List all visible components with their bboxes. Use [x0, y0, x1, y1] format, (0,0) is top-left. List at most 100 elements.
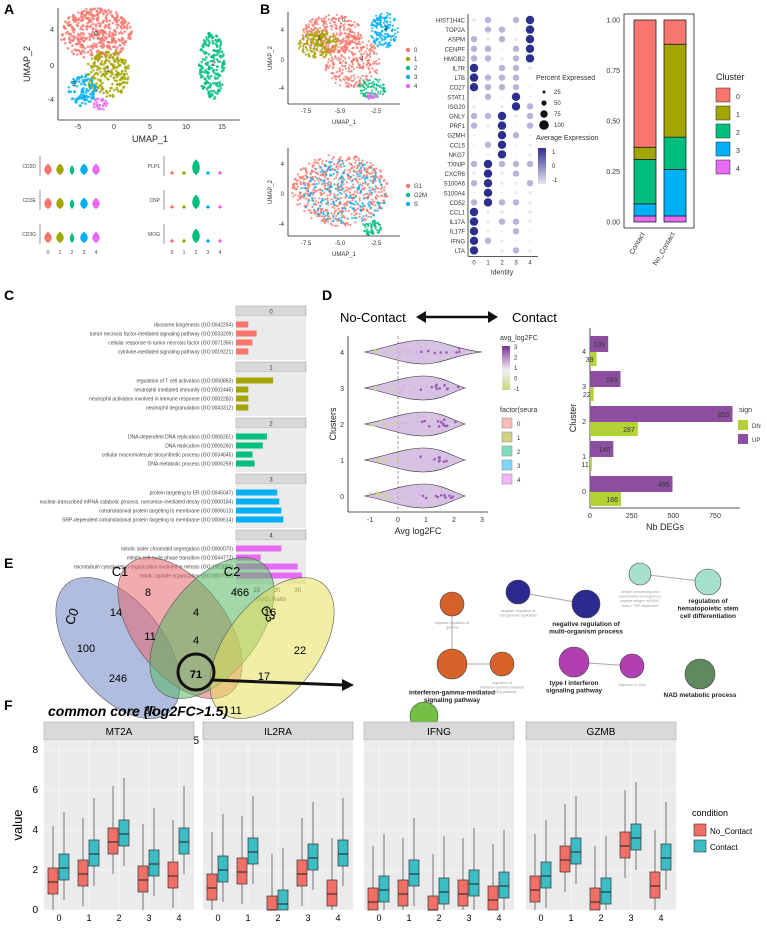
umap-point — [84, 78, 87, 82]
gene-point — [389, 495, 392, 499]
go-term-label: protein targeting to ER (GO:0045047) — [150, 491, 234, 497]
dotplot-xtick: 4 — [528, 260, 532, 266]
dotplot-gene-label: ASPM — [448, 38, 465, 44]
umap-point — [102, 45, 106, 48]
umap-point — [369, 70, 372, 74]
umap-point — [96, 59, 100, 63]
go-node-label-line: signaling pathway — [488, 690, 517, 694]
umap-point — [111, 93, 115, 97]
umap-a-cluster-1: 1 — [106, 67, 110, 74]
odds-ratio-bar — [236, 516, 284, 523]
umap-point — [350, 75, 353, 78]
dotplot-gene-label: HIST1H4C — [436, 19, 466, 25]
deg-ytick: 3 — [582, 384, 586, 391]
umap-point — [377, 31, 381, 35]
dotplot-dot — [529, 86, 531, 88]
box-body — [307, 843, 319, 871]
deg-bar-dn — [590, 352, 597, 366]
gene-point — [457, 346, 461, 350]
umap-point — [118, 44, 122, 47]
umap-point — [353, 161, 357, 164]
umap-point — [108, 27, 112, 30]
gene-point — [420, 420, 424, 424]
umap-point — [315, 20, 318, 23]
go-term-label: cellular macromolecule biosynthetic proc… — [102, 453, 234, 459]
umap-point — [340, 188, 343, 191]
dotplot-dot — [500, 181, 504, 185]
deg-bar-up — [590, 406, 733, 422]
umap-point — [353, 165, 356, 168]
gene-point — [400, 422, 404, 425]
umap-point — [364, 226, 367, 229]
dotplot-dot — [515, 211, 517, 213]
umap-point — [302, 181, 305, 184]
umap-point — [365, 64, 368, 67]
gene-point — [369, 492, 372, 495]
box-body — [468, 869, 480, 897]
umap-point — [380, 25, 383, 28]
umap-point — [222, 66, 226, 70]
umap-point — [366, 59, 369, 62]
umap-point — [219, 47, 222, 51]
umap-point — [367, 62, 370, 65]
umap-point — [371, 27, 374, 30]
deg-legend-title: sign — [739, 407, 752, 414]
venn-core-highlight — [176, 652, 216, 692]
umap-point — [325, 23, 328, 26]
gene-point — [426, 349, 430, 353]
umap-point — [312, 208, 315, 211]
umap-point — [94, 25, 98, 28]
umap-point — [322, 210, 325, 213]
legend-label: 4 — [414, 84, 418, 90]
umap-point — [310, 27, 313, 30]
umap-point — [377, 223, 380, 226]
box-body — [529, 875, 541, 903]
umap-point — [318, 181, 321, 184]
umap-point — [315, 41, 318, 45]
umap-point — [70, 50, 74, 53]
umap-point — [108, 55, 112, 59]
umap-point — [331, 157, 334, 160]
umap-point — [89, 45, 92, 48]
umap-point — [320, 17, 323, 20]
umap-point — [75, 77, 79, 80]
umap-point — [85, 98, 89, 101]
umap-point — [312, 38, 315, 41]
umap-point — [331, 77, 334, 80]
umap-point — [105, 58, 109, 62]
umap-point — [95, 9, 99, 13]
umap-point — [213, 49, 216, 52]
umap-point — [79, 93, 83, 96]
box-xtick: 3 — [628, 913, 633, 923]
umap-point — [350, 186, 353, 189]
gene-point — [378, 493, 382, 496]
umap-point — [123, 30, 127, 33]
umap-point — [91, 34, 95, 38]
umap-point — [316, 49, 319, 52]
umap-point — [342, 183, 345, 186]
umap-point — [99, 51, 102, 54]
umap-point — [328, 21, 332, 24]
umap-point — [120, 76, 124, 80]
umap-point — [102, 42, 105, 46]
umap-point — [319, 51, 322, 54]
umap-point — [122, 24, 125, 28]
umap-point — [317, 207, 320, 210]
umap-point — [347, 173, 350, 176]
go-node — [436, 648, 468, 680]
umap-point — [106, 12, 109, 16]
dotplot-dot — [526, 160, 534, 168]
violin-shape — [56, 197, 64, 209]
umap-point — [350, 20, 353, 23]
umap-point — [337, 212, 340, 215]
box-body — [277, 889, 289, 911]
violin-xtick: 1 — [183, 250, 186, 256]
umap-point — [64, 42, 67, 45]
umap-point — [343, 25, 346, 29]
deg-label-up: 183 — [606, 377, 618, 384]
umap-point — [371, 229, 374, 232]
deg-xtick: 750 — [709, 513, 721, 520]
dotplot-dot — [470, 199, 478, 206]
odds-ratio-bar — [236, 330, 257, 337]
